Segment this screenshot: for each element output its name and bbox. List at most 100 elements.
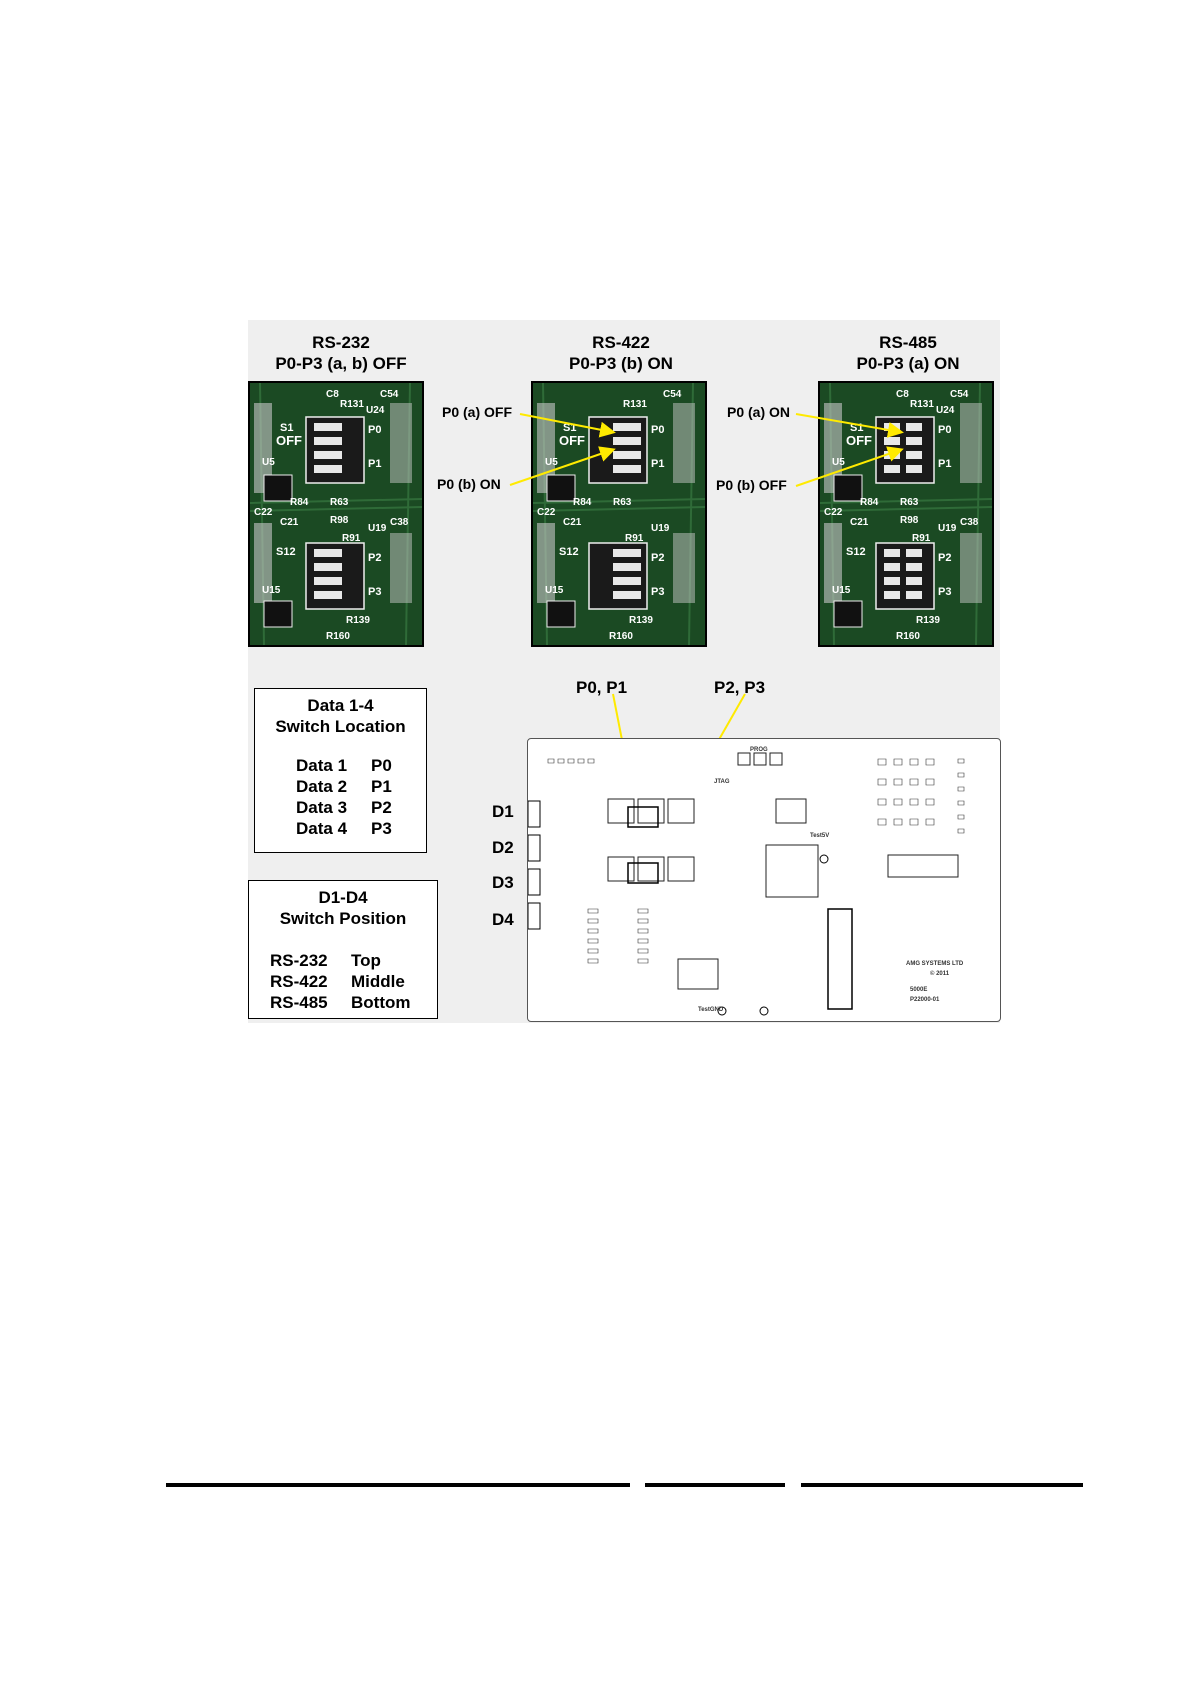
label-c21: C21 [850,517,869,528]
annotation-rs485-a: P0 (a) ON [727,404,791,420]
panel-caption-rs232: RS-232 P0-P3 (a, b) OFF [248,332,434,374]
box-title-line2: Switch Position [279,909,407,928]
pcb-testgnd-label: TestGND [698,1007,724,1013]
footer-rule-right [801,1483,1083,1487]
panel-title: RS-232 [312,333,370,352]
arrow-rs485-a [795,413,904,438]
panel-subtitle: P0-P3 (a) ON [856,354,960,373]
data-row-switch: P0 [371,756,392,775]
label-c22: C22 [537,507,556,518]
pcb-model-label: 5000E [910,987,928,993]
pcb-silkscreen [527,752,965,1016]
label-u24: U24 [366,405,385,416]
label-off: OFF [846,433,872,448]
label-p3: P3 [938,586,951,598]
label-r131: R131 [910,399,934,410]
label-c8: C8 [326,389,339,400]
label-u5: U5 [545,457,558,468]
label-r98: R98 [330,515,349,526]
photo-rs422: S1 OFF P0 P1 P2 P3 S12 U5 U15 U19 R63 R8… [531,381,707,647]
photo-rs485: S1 OFF P0 P1 P2 P3 S12 U5 U15 U19 U24 R6… [818,381,994,647]
label-off: OFF [559,433,585,448]
label-r91: R91 [912,533,931,544]
pcb-layout-drawing: JTAG PROG Test5V TestGND AMG SYSTEMS LTD… [527,738,1001,1022]
label-r139: R139 [346,615,370,626]
label-u19: U19 [368,523,387,534]
label-s12: S12 [559,546,579,558]
annotation-rs422-b: P0 (b) ON [437,476,501,492]
callout-p2-p3: P2, P3 [714,678,766,697]
d1-label: D1 [492,802,514,821]
footer-rule-middle [645,1483,785,1487]
label-p3: P3 [651,586,664,598]
pcb-closeup-rs422: S1 OFF P0 P1 P2 P3 S12 U5 U15 U19 R63 R8… [533,383,705,645]
label-p1: P1 [938,458,951,470]
position-row-value: Top [351,951,381,970]
label-p0: P0 [651,424,664,436]
position-row-mode: RS-422 [270,972,328,991]
label-r160: R160 [896,631,920,642]
position-row-value: Bottom [351,993,411,1012]
label-off: OFF [276,433,302,448]
data-row-label: Data 3 [296,798,348,817]
label-r160: R160 [609,631,633,642]
panel-title: RS-485 [879,333,937,352]
label-r91: R91 [342,533,361,544]
position-row-value: Middle [351,972,405,991]
panel-caption-rs422: RS-422 P0-P3 (b) ON [531,332,711,374]
pcb-closeup-rs485: S1 OFF P0 P1 P2 P3 S12 U5 U15 U19 U24 R6… [820,383,992,645]
arrow-rs485-b [795,446,904,487]
label-r139: R139 [629,615,653,626]
d2-label: D2 [492,838,514,857]
data-row-label: Data 4 [296,819,348,838]
label-p1: P1 [368,458,381,470]
label-c38: C38 [390,517,409,528]
label-c54: C54 [663,389,682,400]
label-r131: R131 [623,399,647,410]
label-c22: C22 [254,507,273,518]
box-title-line2: Switch Location [275,717,406,736]
annotation-rs422-a: P0 (a) OFF [442,404,513,420]
label-u24: U24 [936,405,955,416]
label-r63: R63 [900,497,919,508]
d3-label: D3 [492,873,514,892]
callout-p0-p1: P0, P1 [576,678,628,697]
label-s1: S1 [280,422,293,434]
label-s12: S12 [276,546,296,558]
label-c21: C21 [280,517,299,528]
pcb-maker-label: AMG SYSTEMS LTD [906,961,964,967]
label-c22: C22 [824,507,843,518]
photo-rs232: S1 OFF P0 P1 P2 P3 S12 U5 U15 U19 U24 R6… [248,381,424,647]
panel-subtitle: P0-P3 (a, b) OFF [275,354,407,373]
pcb-test5v-label: Test5V [810,833,830,839]
footer-rule-left [166,1483,630,1487]
panel-caption-rs485: RS-485 P0-P3 (a) ON [818,332,998,374]
label-u15: U15 [832,585,851,596]
switch-position-box: D1-D4 Switch Position RS-232 Top RS-422 … [248,880,438,1019]
label-r91: R91 [625,533,644,544]
label-c54: C54 [950,389,969,400]
pcb-jtag-label: JTAG [714,779,730,785]
label-r131: R131 [340,399,364,410]
label-r160: R160 [326,631,350,642]
label-p1: P1 [651,458,664,470]
label-r63: R63 [330,497,349,508]
label-c54: C54 [380,389,399,400]
position-row-mode: RS-485 [270,993,328,1012]
label-u15: U15 [262,585,281,596]
data-row-label: Data 1 [296,756,348,775]
label-u19: U19 [938,523,957,534]
pcb-part-label: P22000-01 [910,997,940,1003]
label-p2: P2 [368,552,381,564]
label-p2: P2 [651,552,664,564]
panel-subtitle: P0-P3 (b) ON [569,354,673,373]
label-u19: U19 [651,523,670,534]
d4-label: D4 [492,910,514,929]
label-p2: P2 [938,552,951,564]
label-r84: R84 [860,497,879,508]
data-row-switch: P1 [371,777,392,796]
data-row-switch: P3 [371,819,392,838]
label-s12: S12 [846,546,866,558]
label-c8: C8 [896,389,909,400]
data-switch-location-box: Data 1-4 Switch Location Data 1 P0 Data … [254,688,427,853]
